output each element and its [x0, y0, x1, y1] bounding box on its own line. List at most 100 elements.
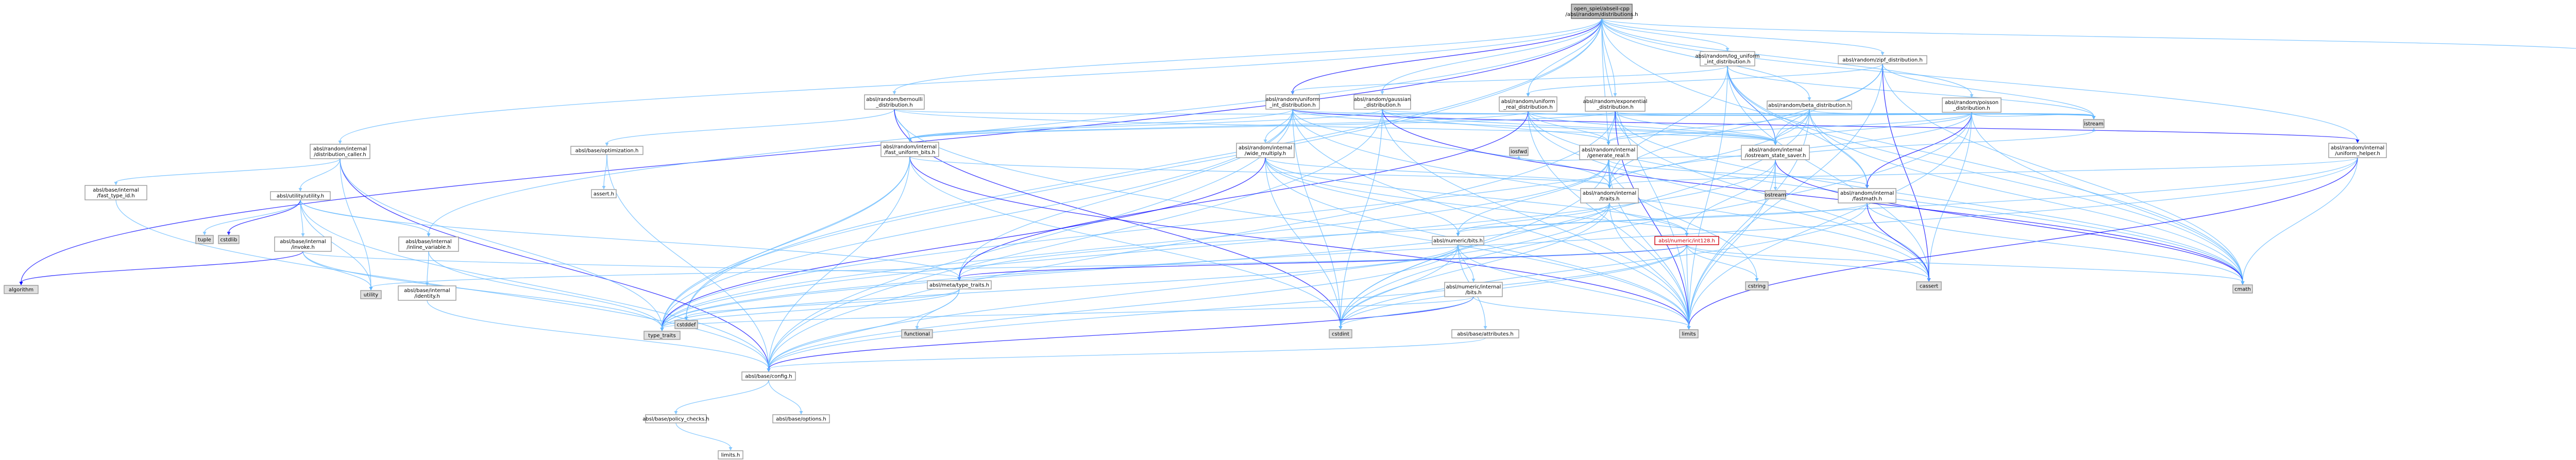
dependency-edge — [1608, 159, 1689, 327]
node-distribution-caller[interactable]: absl/random/internal/distribution_caller… — [310, 144, 370, 159]
node-cassert[interactable]: cassert — [1916, 281, 1942, 291]
node-policy-checks[interactable]: absl/base/policy_checks.h — [642, 414, 709, 423]
node-box — [1838, 55, 1927, 64]
node-iosfwd[interactable]: iosfwd — [1509, 147, 1529, 156]
node-zipf[interactable]: absl/random/zipf_distribution.h — [1838, 55, 1927, 64]
node-options[interactable]: absl/base/options.h — [772, 414, 830, 423]
node-box — [398, 285, 456, 301]
node-bernoulli[interactable]: absl/random/bernoulli_distribution.h — [864, 94, 925, 110]
dependency-edge — [686, 18, 1602, 318]
dependency-edge — [909, 156, 1689, 327]
dependency-edge — [1688, 159, 1776, 327]
node-label: cstdint — [1332, 332, 1349, 337]
node-fastmath[interactable]: absl/random/internal/fastmath.h — [1838, 188, 1896, 203]
node-label: absl/utility/utility.h — [277, 194, 324, 199]
dependency-edge — [1609, 65, 1728, 186]
dependency-edge — [1775, 159, 2243, 282]
node-box — [195, 235, 214, 244]
node-beta[interactable]: absl/random/beta_distribution.h — [1767, 100, 1852, 110]
node-optimization[interactable]: absl/base/optimization.h — [570, 146, 643, 155]
node-traits[interactable]: absl/random/internal/traits.h — [1580, 188, 1639, 203]
dependency-edge — [1265, 157, 1341, 327]
graph-nodes: open_spiel/abseil-cpp/absl/random/distri… — [4, 4, 2387, 459]
node-cmath[interactable]: cmath — [2232, 284, 2253, 294]
node-label: absl/random/bernoulli — [866, 97, 923, 103]
node-generate-real[interactable]: absl/random/internal/generate_real.h — [1579, 145, 1638, 160]
node-box — [864, 94, 925, 110]
dependency-edge — [909, 111, 1616, 140]
node-exponential[interactable]: absl/random/exponential_distribution.h — [1583, 96, 1648, 112]
arrow-head — [1471, 279, 1476, 282]
node-box — [1571, 4, 1633, 19]
node-label: /fastmath.h — [1852, 196, 1882, 202]
dependency-edge — [1340, 109, 1810, 327]
node-box — [2232, 284, 2253, 294]
node-numeric-bits-internal[interactable]: absl/numeric/internal/bits.h — [1444, 282, 1503, 297]
dependency-edge — [768, 111, 1616, 369]
node-cstring[interactable]: cstring — [1745, 281, 1769, 291]
node-functional[interactable]: functional — [901, 329, 933, 338]
arrow-head — [767, 368, 771, 372]
node-label: absl/random/internal — [1582, 147, 1635, 153]
dependency-edge — [768, 380, 802, 412]
node-identity[interactable]: absl/base/internal/identity.h — [398, 285, 456, 301]
node-box — [1916, 281, 1942, 291]
node-iostream-state-saver[interactable]: absl/random/internal/iostream_state_save… — [1741, 145, 1810, 160]
node-label: tuple — [198, 237, 211, 243]
node-uniform-real[interactable]: absl/random/uniform_real_distribution.h — [1499, 96, 1557, 112]
node-utility-sys[interactable]: utility — [360, 290, 382, 299]
node-label: /absl/random/distributions.h — [1565, 12, 1638, 18]
node-label: absl/base/internal — [93, 188, 139, 193]
dependency-edge — [1608, 112, 1972, 143]
node-uniform-int[interactable]: absl/random/uniform_int_distribution.h — [1265, 94, 1320, 110]
node-label: _distribution.h — [1363, 103, 1401, 108]
node-root[interactable]: open_spiel/abseil-cpp/absl/random/distri… — [1565, 4, 1638, 19]
node-limits-h[interactable]: limits.h — [718, 450, 743, 459]
node-cstdlib[interactable]: cstdlib — [218, 235, 240, 244]
node-type-traits-h[interactable]: absl/meta/type_traits.h — [927, 280, 992, 289]
node-limits[interactable]: limits — [1679, 329, 1699, 338]
node-wide-multiply[interactable]: absl/random/internal/wide_multiply.h — [1236, 143, 1295, 158]
dependency-edge — [1458, 202, 1868, 234]
node-config[interactable]: absl/base/config.h — [741, 371, 796, 381]
arrow-head — [1807, 97, 1811, 101]
node-utility[interactable]: absl/utility/utility.h — [270, 191, 331, 200]
node-algorithm[interactable]: algorithm — [4, 285, 39, 294]
dependency-edge — [1601, 18, 2358, 141]
dependency-edge — [1609, 202, 1689, 327]
node-log-uniform[interactable]: absl/random/log_uniform_int_distribution… — [1696, 51, 1760, 66]
arrow-head — [2092, 116, 2096, 120]
node-fast-uniform-bits[interactable]: absl/random/internal/fast_uniform_bits.h — [880, 142, 939, 157]
dependency-edge — [1340, 244, 1687, 327]
node-label: open_spiel/abseil-cpp — [1574, 6, 1630, 12]
node-fast-type-id[interactable]: absl/base/internal/fast_type_id.h — [84, 185, 147, 200]
node-cstdint[interactable]: cstdint — [1329, 329, 1352, 338]
dependency-edge — [1928, 112, 1972, 279]
dependency-edge — [1528, 18, 1602, 94]
node-cstddef[interactable]: cstddef — [674, 320, 698, 329]
node-box — [1580, 188, 1639, 203]
node-tuple[interactable]: tuple — [195, 235, 214, 244]
node-label: absl/numeric/bits.h — [1433, 238, 1483, 244]
node-int128[interactable]: absl/numeric/int128.h — [1654, 236, 1719, 245]
node-poisson[interactable]: absl/random/poisson_distribution.h — [1942, 97, 2002, 113]
node-inline-variable[interactable]: absl/base/internal/inline_variable.h — [398, 236, 459, 252]
arrow-head — [1927, 278, 1931, 282]
dependency-edge — [1292, 18, 1602, 92]
node-istream[interactable]: istream — [2083, 119, 2105, 128]
node-bits[interactable]: absl/numeric/bits.h — [1432, 236, 1484, 245]
node-gaussian[interactable]: absl/random/gaussian_distribution.h — [1353, 94, 1411, 110]
dependency-edge — [675, 380, 769, 412]
node-invoke[interactable]: absl/base/internal/invoke.h — [274, 236, 332, 252]
node-uniform-helper[interactable]: absl/random/internal/uniform_helper.h — [2328, 143, 2387, 158]
node-assert-h[interactable]: assert.h — [591, 189, 617, 198]
node-ostream[interactable]: ostream — [1765, 190, 1786, 199]
dependency-edge — [21, 251, 303, 283]
node-type-traits[interactable]: type_traits — [643, 331, 681, 340]
arrow-head — [1755, 278, 1759, 282]
dependency-edge — [1601, 18, 1883, 53]
dependency-edge — [768, 244, 1459, 369]
dependency-edge — [768, 109, 1383, 369]
node-attributes[interactable]: absl/base/attributes.h — [1451, 329, 1519, 338]
dependency-edge — [340, 158, 663, 329]
